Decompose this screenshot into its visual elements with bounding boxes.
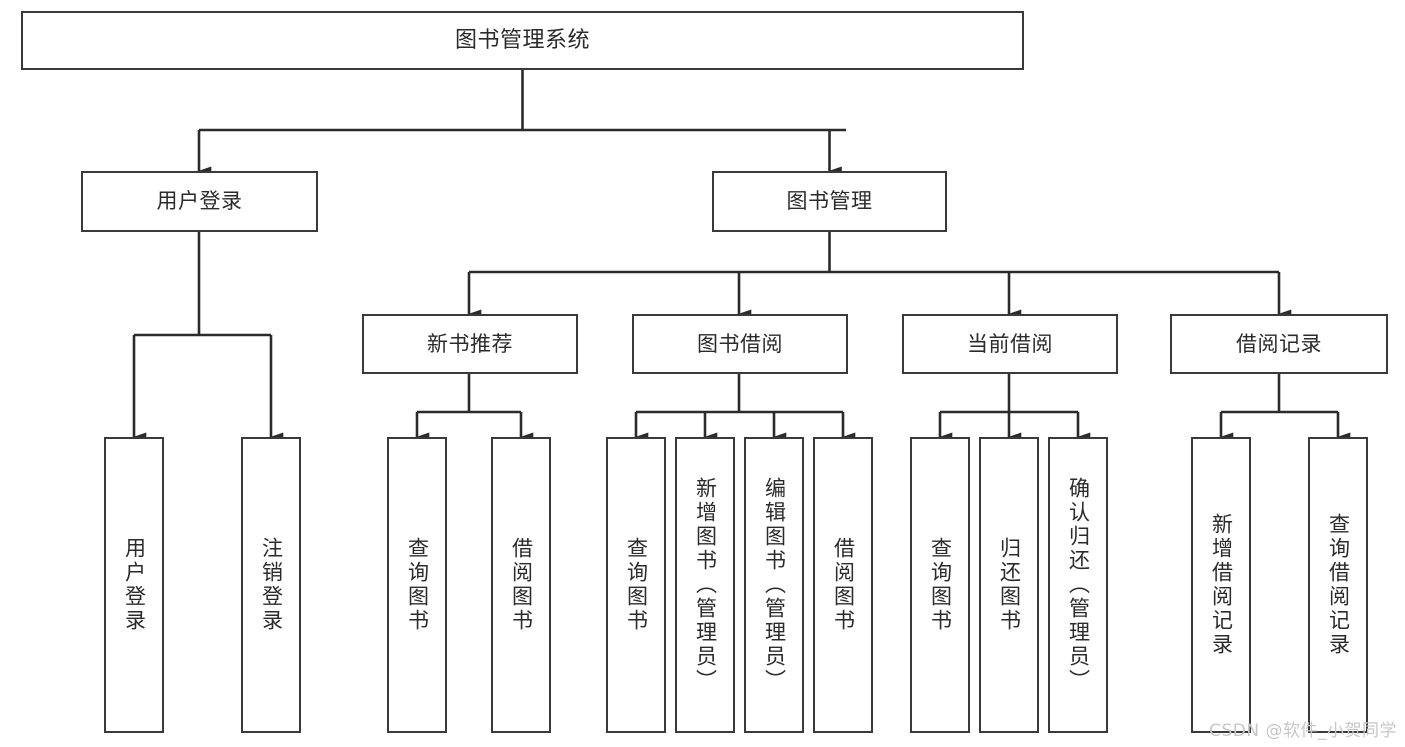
leaf-add-borrow-record[interactable]: 新增借阅记录 bbox=[1191, 437, 1251, 733]
node-label: 图书管理系统 bbox=[454, 27, 590, 53]
leaf-user-login[interactable]: 用户登录 bbox=[104, 437, 164, 733]
node-user-login[interactable]: 用户登录 bbox=[81, 171, 318, 232]
node-label: 查询借阅记录 bbox=[1326, 513, 1351, 657]
node-label: 图书借阅 bbox=[697, 331, 783, 356]
node-label: 确认归还（管理员） bbox=[1066, 477, 1091, 693]
node-label: 用户登录 bbox=[156, 189, 243, 214]
leaf-query-book-current[interactable]: 查询图书 bbox=[910, 437, 970, 733]
node-label: 注销登录 bbox=[259, 537, 284, 633]
leaf-confirm-return-admin[interactable]: 确认归还（管理员） bbox=[1048, 437, 1108, 733]
leaf-edit-book-admin[interactable]: 编辑图书（管理员） bbox=[744, 437, 804, 733]
node-current-borrow[interactable]: 当前借阅 bbox=[902, 314, 1118, 374]
leaf-query-book-borrow[interactable]: 查询图书 bbox=[606, 437, 666, 733]
node-label: 查询图书 bbox=[405, 537, 430, 633]
node-label: 用户登录 bbox=[122, 537, 147, 633]
node-book-borrow[interactable]: 图书借阅 bbox=[632, 314, 848, 374]
leaf-add-book-admin[interactable]: 新增图书（管理员） bbox=[675, 437, 735, 733]
leaf-query-book-recommend[interactable]: 查询图书 bbox=[387, 437, 447, 733]
node-new-book-recommend[interactable]: 新书推荐 bbox=[362, 314, 578, 374]
node-label: 借阅图书 bbox=[509, 537, 534, 633]
node-label: 新增借阅记录 bbox=[1209, 513, 1234, 657]
node-label: 借阅记录 bbox=[1236, 331, 1322, 356]
node-label: 编辑图书（管理员） bbox=[762, 477, 787, 693]
leaf-logout-login[interactable]: 注销登录 bbox=[241, 437, 301, 733]
node-label: 新书推荐 bbox=[427, 331, 513, 356]
node-label: 图书管理 bbox=[786, 189, 873, 214]
node-label: 当前借阅 bbox=[967, 331, 1053, 356]
node-label: 新增图书（管理员） bbox=[693, 477, 718, 693]
node-label: 查询图书 bbox=[624, 537, 649, 633]
node-label: 借阅图书 bbox=[831, 537, 856, 633]
leaf-return-book[interactable]: 归还图书 bbox=[979, 437, 1039, 733]
leaf-query-borrow-record[interactable]: 查询借阅记录 bbox=[1308, 437, 1368, 733]
leaf-borrow-book-recommend[interactable]: 借阅图书 bbox=[491, 437, 551, 733]
node-root-book-management-system[interactable]: 图书管理系统 bbox=[21, 11, 1024, 70]
node-label: 归还图书 bbox=[997, 537, 1022, 633]
node-borrow-record[interactable]: 借阅记录 bbox=[1170, 314, 1388, 374]
csdn-watermark: CSDN @软件_小贺同学 bbox=[1209, 721, 1397, 741]
leaf-borrow-book[interactable]: 借阅图书 bbox=[813, 437, 873, 733]
node-label: 查询图书 bbox=[928, 537, 953, 633]
node-book-management[interactable]: 图书管理 bbox=[712, 171, 947, 232]
